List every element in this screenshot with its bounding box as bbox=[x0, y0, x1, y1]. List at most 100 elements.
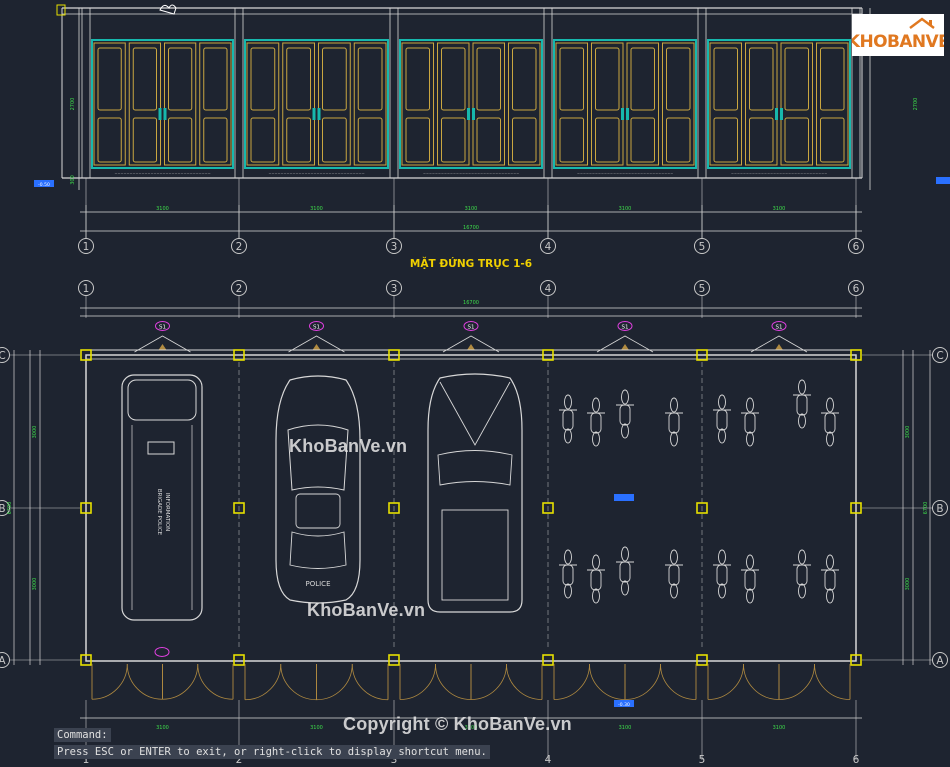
truck-cab bbox=[127, 379, 197, 421]
level-tag: -0.50 bbox=[38, 182, 50, 188]
column-marker bbox=[696, 349, 708, 361]
row-bubble-left-circle bbox=[0, 652, 10, 668]
dim-label: 6700 bbox=[923, 502, 929, 515]
door-upper-panel bbox=[559, 47, 584, 111]
door-handle bbox=[467, 108, 470, 120]
motorbike-front-wheel bbox=[564, 549, 572, 565]
door-frame bbox=[707, 39, 851, 169]
motorbike-front-wheel bbox=[621, 546, 629, 562]
row-bubble-right-label: B bbox=[936, 503, 943, 515]
motorbike-rear-wheel bbox=[798, 413, 806, 429]
axis-bubble-plan-label: 3 bbox=[391, 283, 398, 295]
door-swing-arc bbox=[553, 663, 590, 700]
dim-label: 3100 bbox=[310, 725, 323, 731]
door-upper-panel bbox=[749, 47, 774, 111]
door-swing-arc bbox=[244, 663, 282, 701]
rolling-door-symbol bbox=[288, 335, 345, 353]
section-tag: S1 bbox=[468, 325, 475, 331]
door-lower-panel bbox=[405, 117, 430, 163]
axis-bubble-bottom-label: 6 bbox=[853, 754, 860, 763]
door-upper-panel bbox=[132, 47, 157, 111]
door-upper-panel bbox=[512, 47, 537, 111]
door-lower-panel bbox=[132, 117, 157, 163]
level-tag-box bbox=[936, 177, 950, 184]
door-swing-arc bbox=[660, 663, 697, 700]
police-car-label: POLICE bbox=[305, 580, 330, 588]
watermark-middle: KhoBanVe.vn bbox=[307, 600, 426, 620]
motorbike-icon bbox=[793, 379, 811, 429]
door-leaf bbox=[199, 42, 232, 166]
door-lower-panel bbox=[476, 117, 501, 163]
door-handle bbox=[312, 108, 316, 120]
axis-bubble-elev-label: 3 bbox=[391, 241, 398, 253]
column-marker bbox=[233, 349, 245, 361]
door-frame bbox=[399, 39, 543, 169]
rolling-door-symbol bbox=[134, 335, 191, 353]
axis-bubble-plan-label: 6 bbox=[853, 283, 860, 295]
section-tag: S1 bbox=[159, 325, 166, 331]
motorbike-front-wheel bbox=[718, 549, 726, 565]
door-frame bbox=[91, 39, 234, 169]
door-handle bbox=[158, 108, 162, 120]
pickup-hood bbox=[439, 381, 511, 446]
door-handle bbox=[626, 108, 629, 120]
row-bubble-right-circle bbox=[932, 347, 948, 363]
column-marker bbox=[80, 654, 92, 666]
level-tag-box bbox=[34, 180, 54, 187]
motorbike-rear-wheel bbox=[564, 428, 572, 444]
column-marker bbox=[850, 349, 862, 361]
motorbike-front-wheel bbox=[746, 397, 754, 413]
axis-bubble-elev-circle bbox=[848, 238, 864, 254]
command-prompt[interactable]: Command: bbox=[54, 728, 111, 742]
axis-bubble-elev-label: 6 bbox=[853, 241, 860, 253]
axis-bubble-elev-label: 5 bbox=[699, 241, 706, 253]
door-leaf bbox=[662, 42, 695, 166]
motorbike-rear-wheel bbox=[592, 588, 600, 604]
svg-text:KHOBANVE: KHOBANVE bbox=[852, 32, 944, 52]
dim-label: 3100 bbox=[619, 206, 632, 212]
column-marker bbox=[388, 502, 400, 514]
row-bubble-right-label: A bbox=[936, 655, 944, 667]
door-arrow bbox=[158, 344, 167, 350]
police-car-roof bbox=[295, 493, 341, 529]
row-bubble-left-label: A bbox=[0, 655, 6, 667]
section-tag-circle bbox=[154, 647, 170, 657]
door-swing-arc bbox=[814, 663, 851, 700]
row-bubble-left-circle bbox=[0, 347, 10, 363]
door-leaf bbox=[93, 42, 126, 166]
column-marker bbox=[850, 654, 862, 666]
door-handle bbox=[775, 108, 778, 120]
roof-cap bbox=[56, 4, 66, 16]
door-leaf bbox=[745, 42, 778, 166]
column-marker bbox=[388, 654, 400, 666]
door-leaf bbox=[555, 42, 588, 166]
door-lower-panel bbox=[630, 117, 655, 163]
axis-bubble-plan-label: 4 bbox=[545, 283, 552, 295]
elevation-note: −−−−−−−−−−−−−−−−−−−−−−−−−−−−−−−− bbox=[577, 172, 673, 176]
police-car-body bbox=[275, 375, 361, 604]
axis-bubble-plan-circle bbox=[694, 280, 710, 296]
truck-label-1: BRIGADE POLICE bbox=[156, 489, 162, 536]
rolling-door-symbol bbox=[442, 335, 500, 353]
door-leaf bbox=[318, 42, 351, 166]
section-tag: S1 bbox=[622, 325, 629, 331]
axis-bubble-elev-label: 1 bbox=[83, 241, 90, 253]
door-handle bbox=[317, 108, 321, 120]
dim-label: 3100 bbox=[619, 725, 632, 731]
police-car-windshield bbox=[287, 424, 349, 491]
motorbike-rear-wheel bbox=[746, 588, 754, 604]
door-leaf bbox=[282, 42, 315, 166]
motorbike-icon bbox=[665, 397, 683, 447]
axis-bubble-elev-label: 4 bbox=[545, 241, 552, 253]
axis-bubble-bottom-label: 2 bbox=[236, 754, 243, 763]
door-upper-panel bbox=[286, 47, 311, 111]
elevation-note: −−−−−−−−−−−−−−−−−−−−−−−−−−−−−−−− bbox=[423, 172, 519, 176]
elevation-note: −−−−−−−−−−−−−−−−−−−−−−−−−−−−−−−− bbox=[731, 172, 827, 176]
truck-body bbox=[121, 374, 203, 621]
door-upper-panel bbox=[784, 47, 809, 111]
door-swing-arc bbox=[778, 663, 815, 700]
motorbike-front-wheel bbox=[592, 397, 600, 413]
